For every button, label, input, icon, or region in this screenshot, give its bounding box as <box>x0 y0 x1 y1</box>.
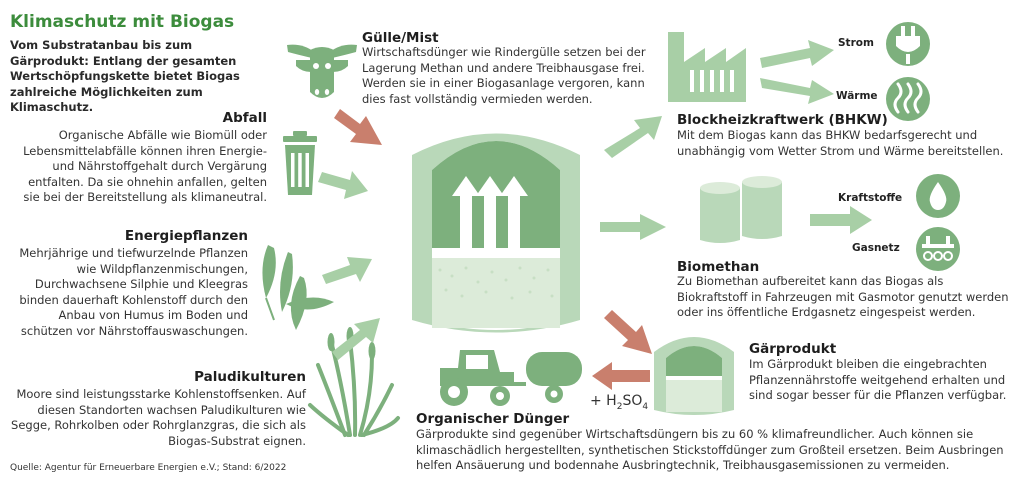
duenger-text: Gärprodukte sind gegenüber Wirtschaftsdü… <box>416 427 1004 473</box>
heat-icon <box>886 77 930 121</box>
paludikulturen-text: Moore sind leistungsstarke Kohlenstoffse… <box>11 387 306 448</box>
abfall-text: Organische Abfälle wie Biomüll oder Lebe… <box>23 128 267 205</box>
arrow-to-waerme <box>760 78 834 104</box>
arrow-abfall <box>318 171 368 199</box>
arrow-paludikulturen <box>332 318 380 360</box>
tractor-icon <box>440 350 582 406</box>
arrow-energiepflanzen <box>322 257 372 284</box>
kraftstoffe-label: Kraftstoffe <box>838 192 903 204</box>
energiepflanzen-heading: Energiepflanzen <box>124 228 248 244</box>
guelle-text: Wirtschaftsdünger wie Rindergülle setzen… <box>362 45 646 106</box>
strom-label: Strom <box>838 37 874 49</box>
fuel-drop-icon <box>916 174 960 218</box>
bhkw-text: Mit dem Biogas kann das BHKW bedarfsgere… <box>677 128 1004 158</box>
page-title: Klimaschutz mit Biogas <box>10 12 235 32</box>
gas-tanks-icon <box>700 176 782 243</box>
gaerprodukt-text: Im Gärprodukt bleiben die eingebrachten … <box>749 357 1007 403</box>
paludikulturen-heading: Paludikulturen <box>194 369 306 385</box>
arrow-to-duenger <box>592 362 650 390</box>
guelle-heading: Gülle/Mist <box>362 30 439 46</box>
cow-icon <box>287 44 357 98</box>
gasnetz-label: Gasnetz <box>852 242 900 254</box>
arrow-to-strom <box>760 40 834 68</box>
input-arrows <box>318 171 380 360</box>
source-note: Quelle: Agentur für Erneuerbare Energien… <box>10 463 287 473</box>
abfall-heading: Abfall <box>222 110 267 126</box>
intro-text: Vom Substratanbau bis zum Gärprodukt: En… <box>10 38 240 115</box>
gas-network-icon <box>916 227 960 271</box>
factory-icon <box>668 32 746 102</box>
biomethan-text: Zu Biomethan aufbereitet kann das Biogas… <box>677 274 1009 320</box>
arrow-to-biomethan <box>600 214 666 240</box>
biogas-digester <box>412 133 580 333</box>
gaerprodukt-heading: Gärprodukt <box>749 341 837 357</box>
energiepflanzen-text: Mehrjährige und tiefwurzelnde Pflanzen w… <box>19 246 248 338</box>
arrow-guelle <box>334 109 382 145</box>
arrow-to-bhkw <box>604 116 662 158</box>
duenger-heading: Organischer Dünger <box>416 411 570 427</box>
arrow-to-kraftstoffe-gasnetz <box>810 206 872 234</box>
sulfuric-acid-label: + H2SO4 <box>590 393 649 412</box>
waerme-label: Wärme <box>836 90 878 102</box>
plant-leaves-icon <box>262 245 334 330</box>
reed-grass-icon <box>308 338 400 437</box>
bhkw-heading: Blockheizkraftwerk (BHKW) <box>677 112 888 128</box>
trash-bin-icon <box>283 131 317 195</box>
digestate-tank-icon <box>654 337 734 415</box>
biomethan-heading: Biomethan <box>677 259 760 275</box>
gas-up-arrows <box>452 176 528 248</box>
arrow-to-gaerprodukt <box>604 310 652 354</box>
plug-icon <box>886 22 930 66</box>
